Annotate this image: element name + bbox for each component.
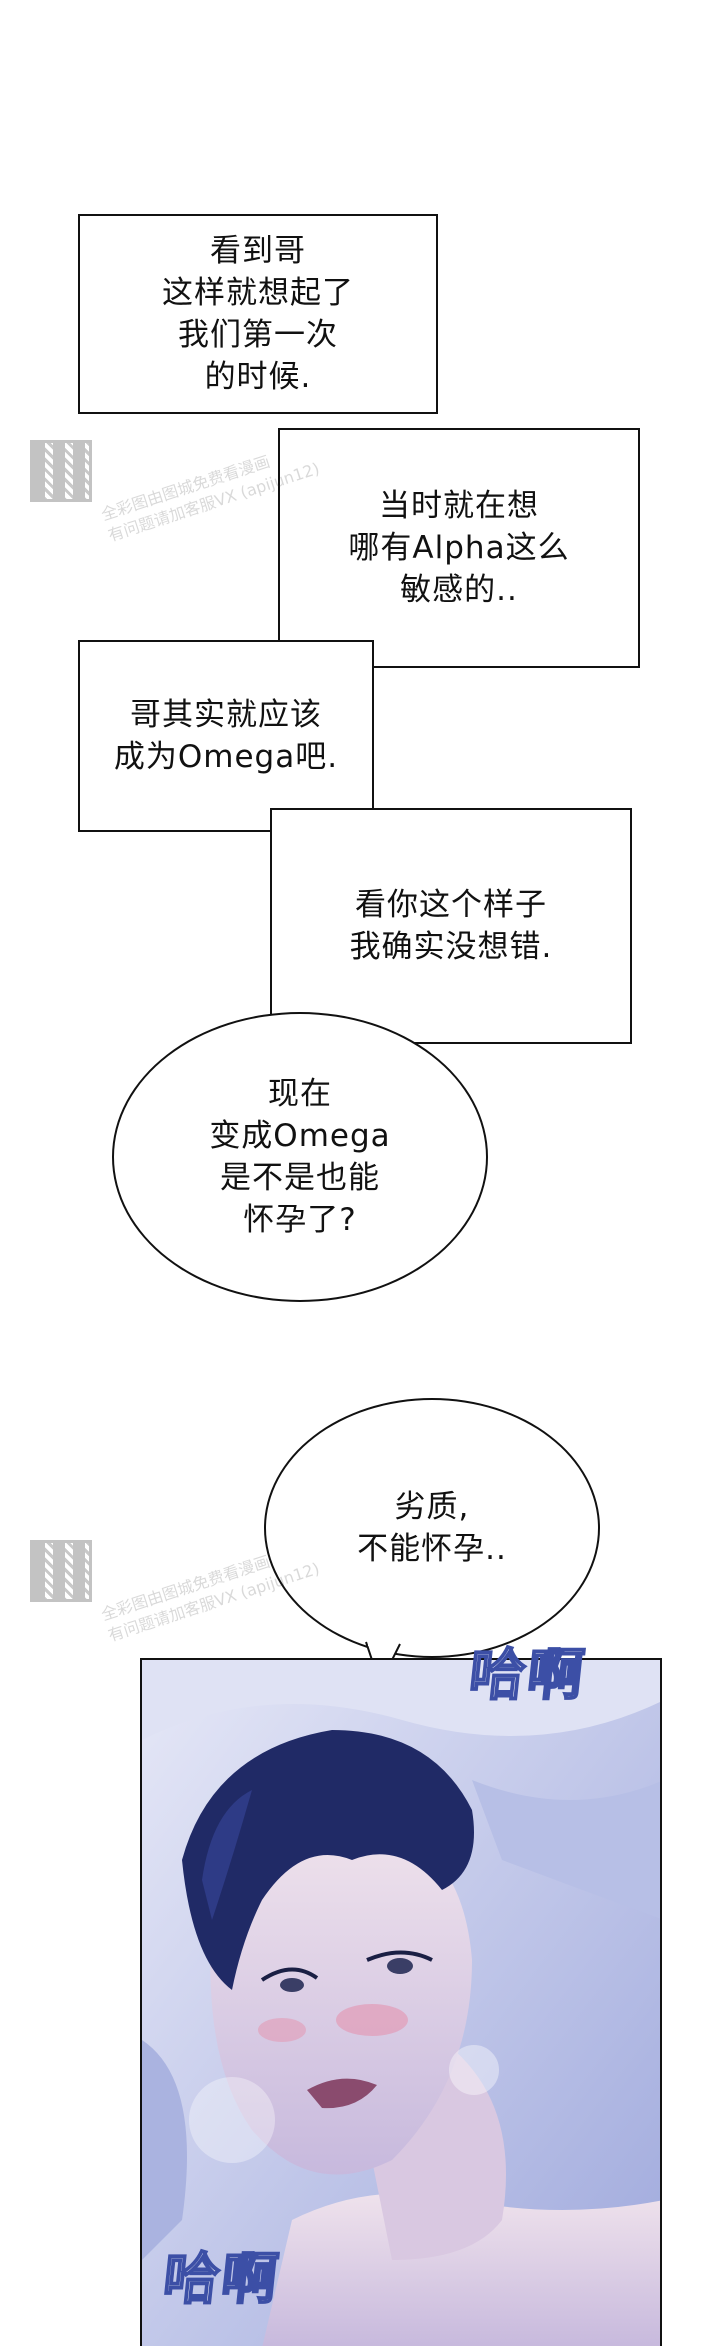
narration-box-1: 看到哥 这样就想起了 我们第一次 的时候. [78, 214, 438, 414]
narration-text-3: 哥其实就应该 成为Omega吧. [113, 697, 339, 775]
illustration-panel [140, 1658, 662, 2346]
speech-bubble-1: 现在 变成Omega 是不是也能 怀孕了? [112, 1012, 488, 1302]
narration-box-4: 看你这个样子 我确实没想错. [270, 808, 632, 1044]
watermark-qr-icon [30, 440, 92, 502]
sfx-bottom: 哈啊 [159, 2246, 284, 2313]
watermark-qr-icon-2 [30, 1540, 92, 1602]
speech-text-1: 现在 变成Omega 是不是也能 怀孕了? [209, 1076, 391, 1238]
speech-bubble-2: 劣质, 不能怀孕.. [264, 1398, 600, 1658]
character-illustration [142, 1660, 660, 2346]
sfx-top: 哈啊 [465, 1642, 590, 1709]
narration-box-3: 哥其实就应该 成为Omega吧. [78, 640, 374, 832]
narration-text-4: 看你这个样子 我确实没想错. [349, 887, 553, 965]
speech-text-2: 劣质, 不能怀孕.. [357, 1489, 507, 1567]
narration-box-2: 当时就在想 哪有Alpha这么 敏感的.. [278, 428, 640, 668]
narration-text-1: 看到哥 这样就想起了 我们第一次 的时候. [162, 233, 354, 395]
narration-text-2: 当时就在想 哪有Alpha这么 敏感的.. [348, 488, 570, 608]
